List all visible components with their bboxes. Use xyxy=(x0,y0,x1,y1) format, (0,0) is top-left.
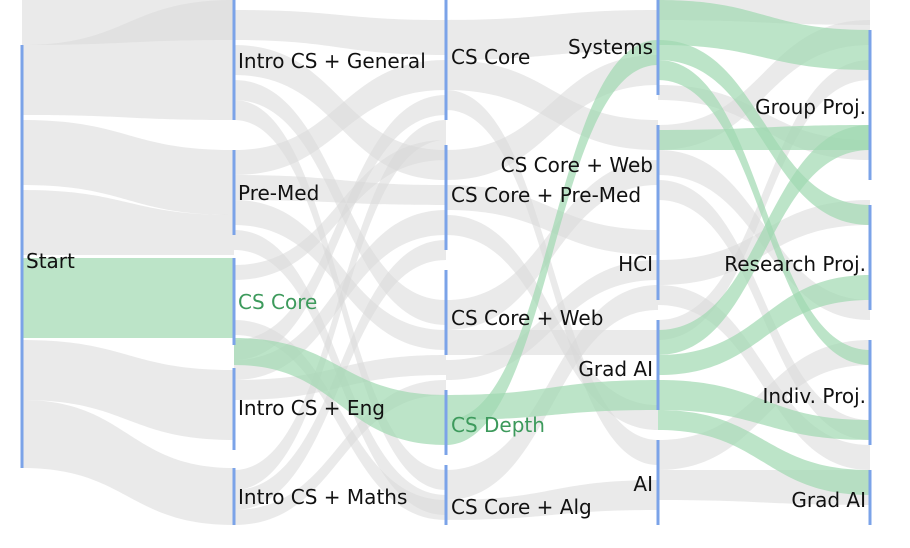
bar-pre-med xyxy=(232,150,236,235)
node-bars xyxy=(20,0,872,525)
gray-flow xyxy=(446,10,658,60)
gray-flow xyxy=(234,140,446,280)
bar-cs-core-pre-med xyxy=(444,145,448,250)
highlighted-flows xyxy=(22,0,870,495)
bar-grad-ai xyxy=(656,320,660,410)
node-label-cs-core-web-b: CS Core + Web xyxy=(451,306,604,330)
bar-grad-ai xyxy=(868,470,872,525)
node-label-grad-ai-c4: Grad AI xyxy=(791,488,866,512)
bar-intro-cs-eng xyxy=(232,368,236,450)
node-label-indiv-proj: Indiv. Proj. xyxy=(762,384,866,408)
highlighted-flow xyxy=(446,40,658,445)
node-label-group-proj: Group Proj. xyxy=(755,95,866,119)
node-label-intro-cs-eng: Intro CS + Eng xyxy=(238,396,385,420)
node-label-cs-core-c2: CS Core xyxy=(451,45,531,69)
node-label-ai: AI xyxy=(633,472,653,496)
bar-group-proj xyxy=(868,30,872,180)
gray-flow xyxy=(234,200,446,350)
gray-flow xyxy=(658,60,870,340)
gray-flow xyxy=(234,95,446,360)
bar-start xyxy=(20,45,24,468)
bar-cs-core-alg xyxy=(444,465,448,525)
node-label-pre-med: Pre-Med xyxy=(238,181,320,205)
gray-flow xyxy=(22,0,234,45)
gray-flow xyxy=(22,340,234,440)
gray-flow xyxy=(234,380,446,525)
highlighted-flow xyxy=(658,125,870,355)
gray-flow xyxy=(22,400,234,525)
gray-flow xyxy=(234,320,446,520)
bar-cs-core-web xyxy=(444,270,448,355)
gray-flow xyxy=(658,180,870,440)
bar-intro-cs-general xyxy=(232,0,236,120)
bar-cs-depth xyxy=(444,390,448,455)
highlighted-flow xyxy=(658,125,870,150)
gray-flow xyxy=(234,120,446,490)
bar-ai xyxy=(656,440,660,525)
highlighted-flow xyxy=(658,60,870,365)
node-label-cs-core-alg: CS Core + Alg xyxy=(451,495,592,519)
node-label-cs-core-web-a: CS Core + Web xyxy=(500,153,653,177)
gray-flow xyxy=(234,10,446,55)
node-label-systems: Systems xyxy=(568,35,653,59)
highlighted-flow xyxy=(22,258,234,338)
gray-flow xyxy=(658,285,870,470)
gray-flow xyxy=(446,185,658,255)
highlighted-flow xyxy=(658,380,870,440)
highlighted-flow xyxy=(658,0,870,70)
node-label-intro-cs-general: Intro CS + General xyxy=(238,49,426,73)
bar-systems xyxy=(656,0,660,95)
gray-flow xyxy=(22,190,234,255)
node-label-start: Start xyxy=(26,249,75,273)
gray-flow xyxy=(22,120,234,215)
highlighted-flow xyxy=(446,380,658,420)
highlighted-flow xyxy=(234,338,446,445)
bar-research-proj xyxy=(868,205,872,310)
node-label-research-proj: Research Proj. xyxy=(724,252,866,276)
bar-intro-cs-maths xyxy=(232,468,236,525)
gray-flow xyxy=(234,175,446,205)
node-label-cs-core-c1: CS Core xyxy=(238,290,318,314)
gray-flow xyxy=(446,330,658,355)
bar-cs-core xyxy=(232,258,236,345)
gray-flow xyxy=(446,90,658,465)
node-label-cs-core-pre-med: CS Core + Pre-Med xyxy=(451,183,642,207)
bar-indiv-proj xyxy=(868,340,872,445)
highlighted-flow xyxy=(658,410,870,495)
bar-cs-core xyxy=(444,0,448,120)
gray-flow xyxy=(446,260,658,380)
bar-hci xyxy=(656,125,660,300)
gray-flow xyxy=(446,480,658,520)
node-label-grad-ai-c3: Grad AI xyxy=(578,357,653,381)
node-label-hci: HCI xyxy=(618,252,653,276)
highlighted-flow xyxy=(658,275,870,375)
node-label-cs-depth: CS Depth xyxy=(451,413,545,437)
gray-flow xyxy=(234,60,446,175)
node-label-intro-cs-maths: Intro CS + Maths xyxy=(238,485,408,509)
